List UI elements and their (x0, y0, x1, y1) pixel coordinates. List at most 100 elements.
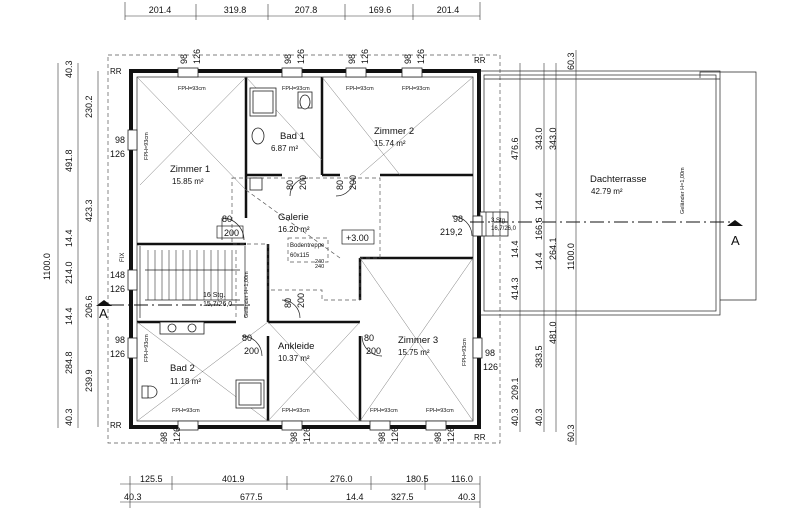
svg-text:98: 98 (179, 54, 189, 64)
level-marker: +3.00 (341, 229, 375, 245)
roof-outline (107, 54, 501, 444)
galerie-area: 16.20 m² (278, 225, 310, 234)
svg-text:60x115: 60x115 (290, 253, 310, 259)
svg-text:40.3: 40.3 (534, 408, 544, 426)
svg-text:14.4: 14.4 (534, 192, 544, 210)
corner-marks: RR RR RR RR (110, 56, 486, 442)
bad2-area: 11.18 m² (170, 377, 201, 386)
bad1-name: Bad 1 (280, 131, 305, 142)
windows (127, 67, 483, 431)
galerie-name: Galerie (278, 212, 309, 223)
svg-text:FPH=93cm: FPH=93cm (462, 338, 468, 366)
dim-top-1: 201.4 (149, 5, 172, 15)
svg-text:FPH=93cm: FPH=93cm (282, 86, 310, 92)
dim-top-3: 207.8 (295, 5, 318, 15)
svg-text:414.3: 414.3 (510, 277, 520, 300)
svg-text:80: 80 (283, 298, 293, 308)
svg-text:FPH=93cm: FPH=93cm (144, 334, 150, 362)
svg-text:200: 200 (244, 346, 259, 356)
svg-text:383.5: 383.5 (534, 345, 544, 368)
svg-text:166.6: 166.6 (534, 217, 544, 240)
svg-text:126: 126 (416, 49, 426, 64)
svg-text:RR: RR (110, 421, 122, 430)
svg-text:14.4: 14.4 (64, 229, 74, 247)
svg-text:98: 98 (347, 54, 357, 64)
dim-top-2: 319.8 (224, 5, 247, 15)
svg-text:126: 126 (110, 149, 125, 159)
svg-text:476.6: 476.6 (510, 137, 520, 160)
svg-text:214.0: 214.0 (64, 261, 74, 284)
svg-text:180.5: 180.5 (406, 474, 429, 484)
svg-text:200: 200 (296, 293, 306, 308)
svg-text:14.4: 14.4 (510, 240, 520, 258)
left-dimensions: 1100.0 40.3 491.8 14.4 214.0 14.4 284.8 … (42, 60, 99, 428)
svg-text:98: 98 (159, 432, 169, 442)
svg-text:126: 126 (390, 427, 400, 442)
svg-text:126: 126 (483, 362, 498, 372)
svg-text:14.4: 14.4 (346, 492, 364, 502)
svg-text:Bodentreppe: Bodentreppe (290, 243, 325, 249)
svg-text:RR: RR (474, 56, 486, 65)
svg-text:401.9: 401.9 (222, 474, 245, 484)
dim-top-5: 201.4 (437, 5, 460, 15)
svg-text:423.3: 423.3 (84, 199, 94, 222)
svg-text:14.4: 14.4 (534, 252, 544, 270)
dachterrasse-area: 42.79 m² (591, 187, 623, 196)
svg-text:14.4: 14.4 (64, 307, 74, 325)
svg-text:481.0: 481.0 (548, 321, 558, 344)
dachterrasse-name: Dachterrasse (590, 174, 647, 185)
svg-text:126: 126 (446, 427, 456, 442)
svg-text:+3.00: +3.00 (346, 233, 369, 243)
terrace-gelander: Geländer H=1,00m (680, 167, 686, 214)
outer-wall-inner-line (136, 76, 474, 422)
door-dims: 80 200 80 200 80 200 80 200 80 200 80 20… (216, 175, 463, 356)
svg-text:FPH=93cm: FPH=93cm (144, 132, 150, 160)
svg-text:343.0: 343.0 (548, 127, 558, 150)
side-window-dims: 98 126 148 126 98 126 98 126 (110, 135, 498, 372)
terrace-stair: 3 Stg.16,7/26,0 (479, 211, 517, 237)
svg-text:80: 80 (364, 333, 374, 343)
svg-text:FPH=93cm: FPH=93cm (402, 86, 430, 92)
svg-text:126: 126 (360, 49, 370, 64)
ankleide-area: 10.37 m² (278, 354, 310, 363)
svg-text:RR: RR (474, 433, 486, 442)
zimmer3-area: 15.75 m² (398, 348, 430, 357)
stair-label: 16 Stg.15,7/26,0 (203, 292, 232, 308)
fix-label: FIX (120, 253, 126, 262)
section-a-line: A A (96, 220, 743, 321)
window-dims-top: 98 126 98 126 98 126 98 126 (179, 49, 426, 64)
svg-text:60.3: 60.3 (566, 424, 576, 442)
terrace-stair-label: 3 Stg.16,7/26,0 (491, 218, 517, 232)
svg-text:60.3: 60.3 (566, 52, 576, 70)
svg-text:125.5: 125.5 (140, 474, 163, 484)
svg-text:98: 98 (403, 54, 413, 64)
svg-text:200: 200 (366, 346, 381, 356)
svg-text:126: 126 (192, 49, 202, 64)
svg-text:FPH=93cm: FPH=93cm (178, 86, 206, 92)
svg-text:239.9: 239.9 (84, 369, 94, 392)
bad2-name: Bad 2 (170, 363, 195, 374)
svg-text:148: 148 (110, 270, 125, 280)
svg-text:98: 98 (377, 432, 387, 442)
svg-text:116.0: 116.0 (451, 474, 473, 484)
bodentreppe: Bodentreppe 60x115 240 240 (287, 237, 329, 270)
stair-gelander: Geländer H=1,00m (244, 271, 250, 318)
top-dimension-chain: 201.4 319.8 207.8 169.6 201.4 (124, 2, 481, 20)
zimmer2-name: Zimmer 2 (374, 126, 414, 137)
svg-text:264.1: 264.1 (548, 237, 558, 260)
window-fph-labels: FPH=93cm FPH=93cm FPH=93cm FPH=93cm FPH=… (144, 86, 468, 414)
svg-text:126: 126 (110, 349, 125, 359)
svg-text:98: 98 (453, 214, 463, 224)
svg-text:FPH=93cm: FPH=93cm (172, 408, 200, 414)
outer-wall (129, 69, 481, 429)
svg-text:276.0: 276.0 (330, 474, 353, 484)
main-stair: 16 Stg.15,7/26,0 Geländer H=1,00m (145, 250, 250, 318)
svg-text:FPH=93cm: FPH=93cm (346, 86, 374, 92)
window-dims-bottom: 98 126 98 126 98 126 98 126 (159, 427, 456, 442)
svg-text:1100.0: 1100.0 (42, 253, 52, 280)
svg-text:126: 126 (110, 284, 125, 294)
right-dimensions: 60.3 476.6 14.4 414.3 209.1 40.3 343.0 1… (510, 50, 577, 445)
svg-text:1100.0: 1100.0 (566, 243, 576, 270)
svg-text:206.6: 206.6 (84, 295, 94, 318)
